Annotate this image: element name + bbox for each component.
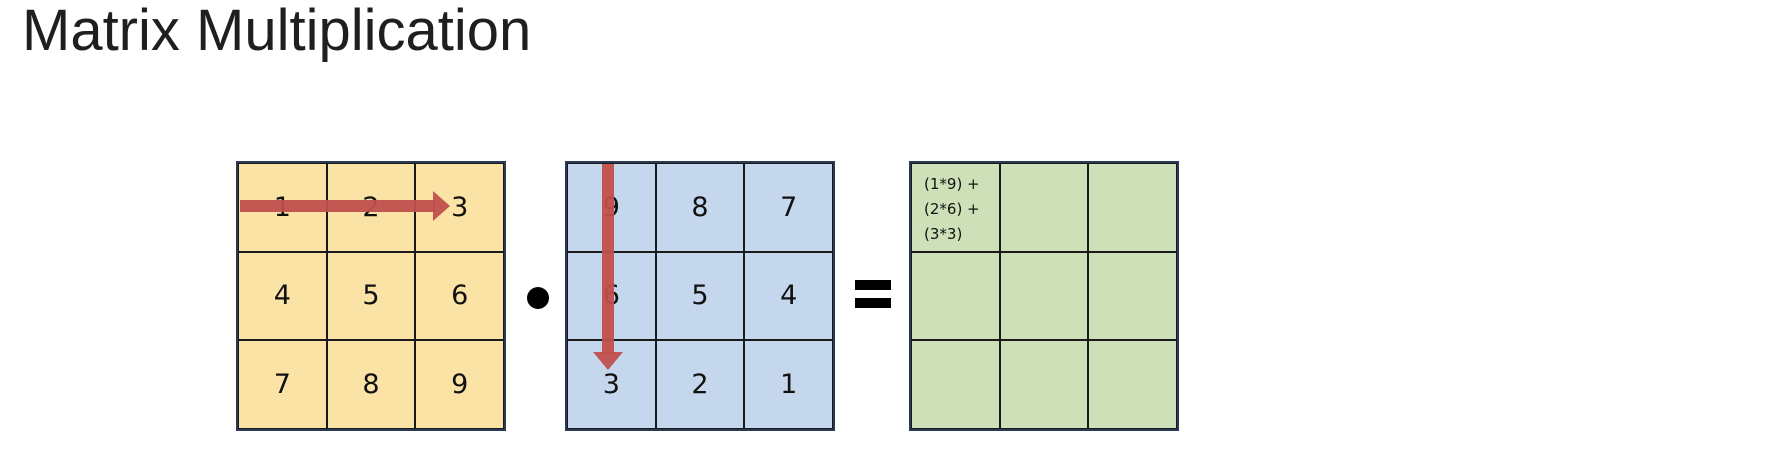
matrix-result-cell [1088, 251, 1177, 341]
matrix-b-cell: 8 [655, 163, 745, 252]
matrix-a: 1 2 3 4 5 6 7 8 9 [236, 161, 506, 431]
matrix-b-cell: 3 [567, 340, 656, 429]
matrix-result-cell [999, 340, 1089, 429]
matrix-a-cell: 7 [238, 340, 327, 429]
result-cell-formula: (1*9) + (2*6) + (3*3) [924, 175, 980, 243]
matrix-result-cell [999, 251, 1089, 341]
matrix-b: 9 8 7 6 5 4 3 2 1 [565, 161, 835, 431]
matrix-b-cell: 4 [744, 251, 833, 341]
matrix-a-cell: 5 [326, 251, 416, 341]
matrix-b-cell: 5 [655, 251, 745, 341]
matrix-result-cell [999, 163, 1089, 252]
matrix-result-cell [911, 340, 1000, 429]
dot-product-operator [527, 287, 549, 309]
matrix-a-cell: 4 [238, 251, 327, 341]
matrix-a-cell: 2 [326, 163, 416, 252]
matrix-b-cell: 1 [744, 340, 833, 429]
equals-bar-bottom [855, 298, 891, 308]
matrix-b-cell: 6 [567, 251, 656, 341]
matrix-a-cell: 8 [326, 340, 416, 429]
matrix-a-cell: 3 [415, 163, 504, 252]
equals-operator [855, 280, 891, 316]
matrix-a-cell: 6 [415, 251, 504, 341]
matrix-b-cell: 9 [567, 163, 656, 252]
matrix-result-cell [1088, 163, 1177, 252]
matrix-b-cell: 2 [655, 340, 745, 429]
matrix-result: (1*9) + (2*6) + (3*3) [909, 161, 1179, 431]
page-title: Matrix Multiplication [22, 0, 532, 63]
matrix-b-cell: 7 [744, 163, 833, 252]
matrix-result-cell [911, 251, 1000, 341]
matrix-result-cell: (1*9) + (2*6) + (3*3) [911, 163, 1000, 252]
matrix-a-cell: 1 [238, 163, 327, 252]
equals-bar-top [855, 280, 891, 290]
matrix-a-cell: 9 [415, 340, 504, 429]
matrix-result-cell [1088, 340, 1177, 429]
